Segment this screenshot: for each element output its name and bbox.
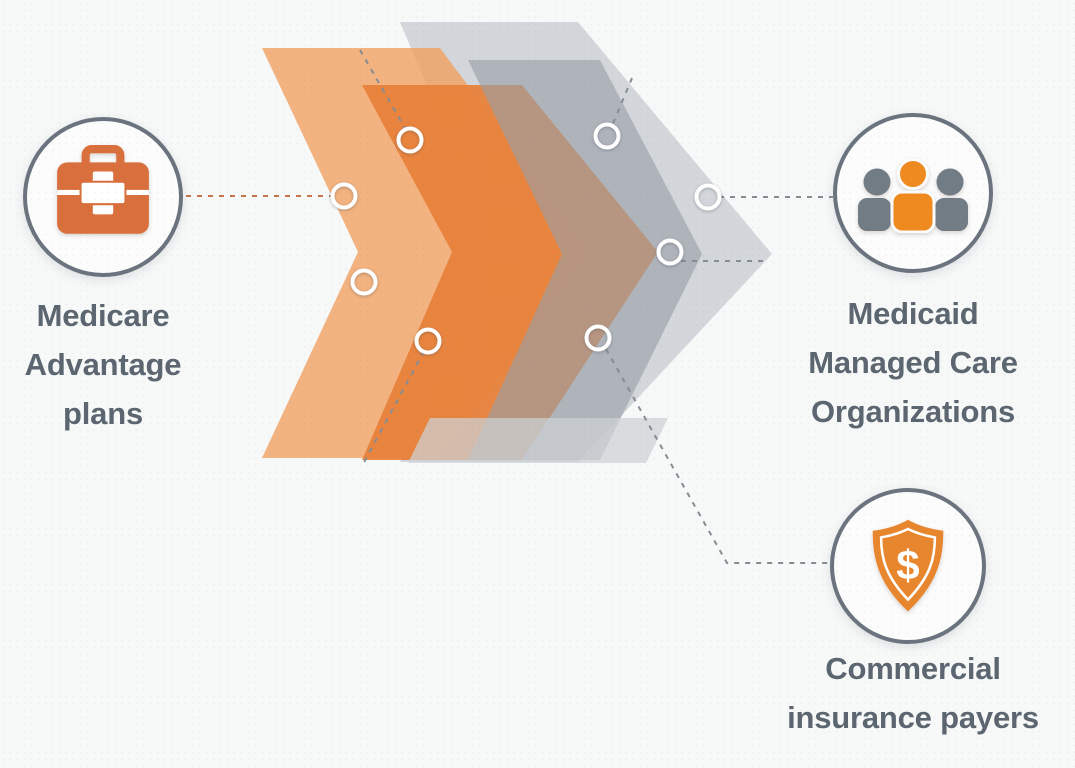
anchor-ring-3	[350, 268, 378, 296]
commercial-label-line1: Commercial	[825, 651, 1001, 686]
anchor-ring-4	[414, 327, 442, 355]
commercial-node-circle: $	[830, 488, 986, 644]
medicaid-label: Medicaid Managed Care Organizations	[758, 289, 1068, 436]
connector-commercial-dashed	[605, 348, 828, 564]
dollar-shield-icon: $	[872, 519, 944, 612]
anchor-ring-8	[584, 324, 612, 352]
medical-bag-icon	[57, 145, 149, 234]
anchor-ring-6	[656, 238, 684, 266]
anchor-ring-1	[396, 126, 424, 154]
medicaid-label-line1: Medicaid	[847, 296, 979, 331]
anchor-ring-2	[330, 182, 358, 210]
medicare-label: Medicare Advantage plans	[0, 291, 216, 438]
people-group-icon	[858, 159, 968, 233]
medicaid-label-line3: Organizations	[810, 394, 1016, 429]
commercial-label: Commercial insurance payers	[740, 644, 1075, 742]
chevron-shadow-strip	[408, 418, 668, 463]
commercial-label-line2: insurance payers	[787, 700, 1039, 735]
medicaid-label-line2: Managed Care	[808, 345, 1018, 380]
medicare-label-line3: plans	[63, 396, 143, 431]
connector-top-diagonal-dashed	[359, 49, 407, 131]
chevron-gray-mid	[468, 60, 702, 460]
connector-mid-diagonal-dashed	[611, 77, 633, 127]
dollar-sign: $	[896, 541, 919, 588]
medicare-label-line2: Advantage	[24, 347, 182, 382]
anchor-ring-7	[694, 183, 722, 211]
medicare-node-circle	[23, 117, 183, 277]
medicaid-node-circle	[833, 113, 993, 273]
anchor-ring-5	[593, 122, 621, 150]
medicare-label-line1: Medicare	[36, 298, 170, 333]
